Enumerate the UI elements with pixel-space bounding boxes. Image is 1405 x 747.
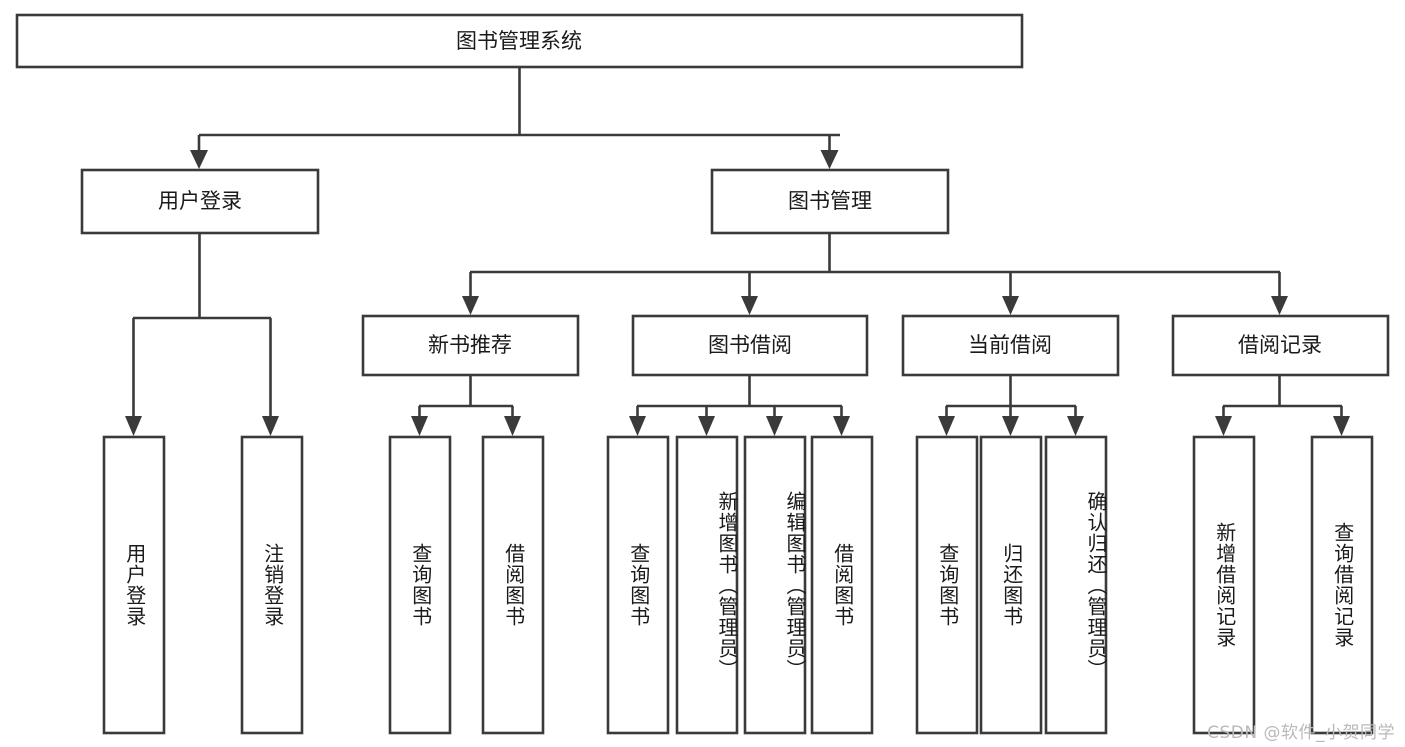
leaf-box-add-book[interactable] [675, 435, 739, 735]
leaf-box-query-record[interactable] [1310, 435, 1374, 735]
connector-current-borrow-children [938, 375, 1084, 436]
leaf-boxes [102, 435, 1374, 735]
leaf-box-return-book[interactable] [979, 435, 1043, 735]
node-book-borrow[interactable]: 图书借阅 [631, 314, 869, 377]
leaf-box-query-book-borrow[interactable] [606, 435, 670, 735]
connector-new-book-rec-children [411, 375, 521, 436]
node-new-book-rec[interactable]: 新书推荐 [361, 314, 580, 377]
leaf-box-query-book-cur[interactable] [915, 435, 979, 735]
connector-root-to-level2 [190, 67, 840, 169]
arrow-head-l3-3 [1271, 296, 1288, 315]
arrow-head-book-manage [820, 150, 839, 169]
connector-borrow-record-children [1215, 375, 1350, 436]
leaf-box-edit-book[interactable] [743, 435, 807, 735]
node-new-book-rec-label: 新书推荐 [428, 333, 512, 357]
arrow-head-leaf-4 [629, 416, 646, 436]
node-root-label: 图书管理系统 [456, 29, 582, 53]
node-book-manage[interactable]: 图书管理 [710, 168, 950, 235]
node-user-login-label: 用户登录 [158, 189, 242, 213]
arrow-head-l3-2 [1002, 296, 1019, 315]
node-book-manage-box[interactable] [710, 168, 950, 235]
arrow-head-leaf-2 [411, 416, 428, 436]
node-user-login[interactable]: 用户登录 [80, 168, 320, 235]
leaf-box-add-record[interactable] [1192, 435, 1256, 735]
node-borrow-record-label: 借阅记录 [1238, 333, 1322, 357]
leaf-box-borrow-book-rec[interactable] [481, 435, 545, 735]
arrow-head-leaf-11 [1215, 416, 1232, 436]
node-current-borrow-label: 当前借阅 [968, 333, 1052, 357]
node-book-borrow-box[interactable] [631, 314, 869, 377]
connector-book-borrow-children [629, 375, 850, 436]
arrow-head-leaf-6 [766, 416, 783, 436]
leaf-box-query-book-rec[interactable] [388, 435, 452, 735]
arrow-head-leaf-12 [1333, 416, 1350, 436]
node-book-manage-label: 图书管理 [788, 189, 872, 213]
leaf-box-user-login[interactable] [102, 435, 166, 735]
node-book-borrow-label: 图书借阅 [708, 333, 792, 357]
node-borrow-record-box[interactable] [1171, 314, 1390, 377]
node-root[interactable]: 图书管理系统 [15, 13, 1024, 69]
arrow-head-leaf-0 [125, 416, 142, 436]
connector-user-login-children [125, 233, 279, 436]
node-borrow-record[interactable]: 借阅记录 [1171, 314, 1390, 377]
arrow-head-l3-1 [741, 296, 758, 315]
arrow-head-leaf-5 [698, 416, 715, 436]
arrow-head-l3-0 [462, 296, 479, 315]
csdn-watermark: CSDN @软件_小贺同学 [1207, 723, 1395, 743]
arrow-head-leaf-3 [504, 416, 521, 436]
arrow-head-user-login [190, 150, 208, 169]
arrow-head-leaf-7 [833, 416, 850, 436]
node-root-box[interactable] [15, 13, 1024, 69]
node-current-borrow[interactable]: 当前借阅 [901, 314, 1120, 377]
arrow-head-leaf-1 [262, 416, 279, 436]
leaf-box-borrow-book[interactable] [810, 435, 874, 735]
node-new-book-rec-box[interactable] [361, 314, 580, 377]
arrow-head-leaf-10 [1067, 416, 1084, 436]
node-current-borrow-box[interactable] [901, 314, 1120, 377]
node-user-login-box[interactable] [80, 168, 320, 235]
arrow-head-leaf-8 [938, 416, 955, 436]
arrow-head-leaf-9 [1002, 416, 1019, 436]
leaf-box-user-logout[interactable] [240, 435, 304, 735]
leaf-box-confirm-return[interactable] [1044, 435, 1108, 735]
connector-book-manage-children [462, 233, 1288, 315]
